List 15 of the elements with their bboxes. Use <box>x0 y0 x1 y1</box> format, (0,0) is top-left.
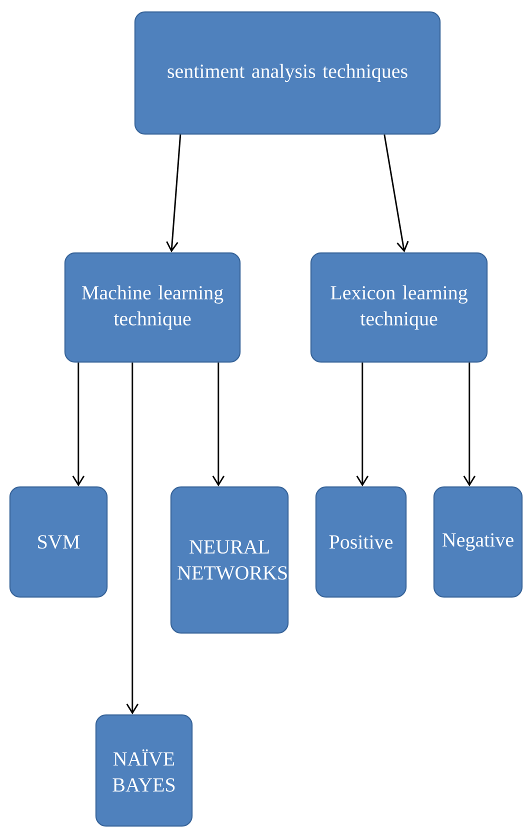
arrow <box>463 362 476 486</box>
arrow <box>166 134 182 252</box>
process-box: NAÏVE BAYES <box>95 714 193 827</box>
arrow <box>212 362 225 486</box>
process-box: NEURAL NETWORKS <box>170 486 289 634</box>
process-box: SVM <box>9 486 108 598</box>
process-box: sentiment analysis techniques <box>134 11 441 135</box>
process-box: Negative <box>433 486 523 598</box>
arrow <box>356 362 369 486</box>
process-box: Positive <box>315 486 407 598</box>
arrow <box>384 134 409 252</box>
process-box: Machine learning technique <box>64 252 241 363</box>
arrow <box>72 362 85 486</box>
process-box: Lexicon learning technique <box>310 252 488 363</box>
arrow <box>126 362 139 714</box>
